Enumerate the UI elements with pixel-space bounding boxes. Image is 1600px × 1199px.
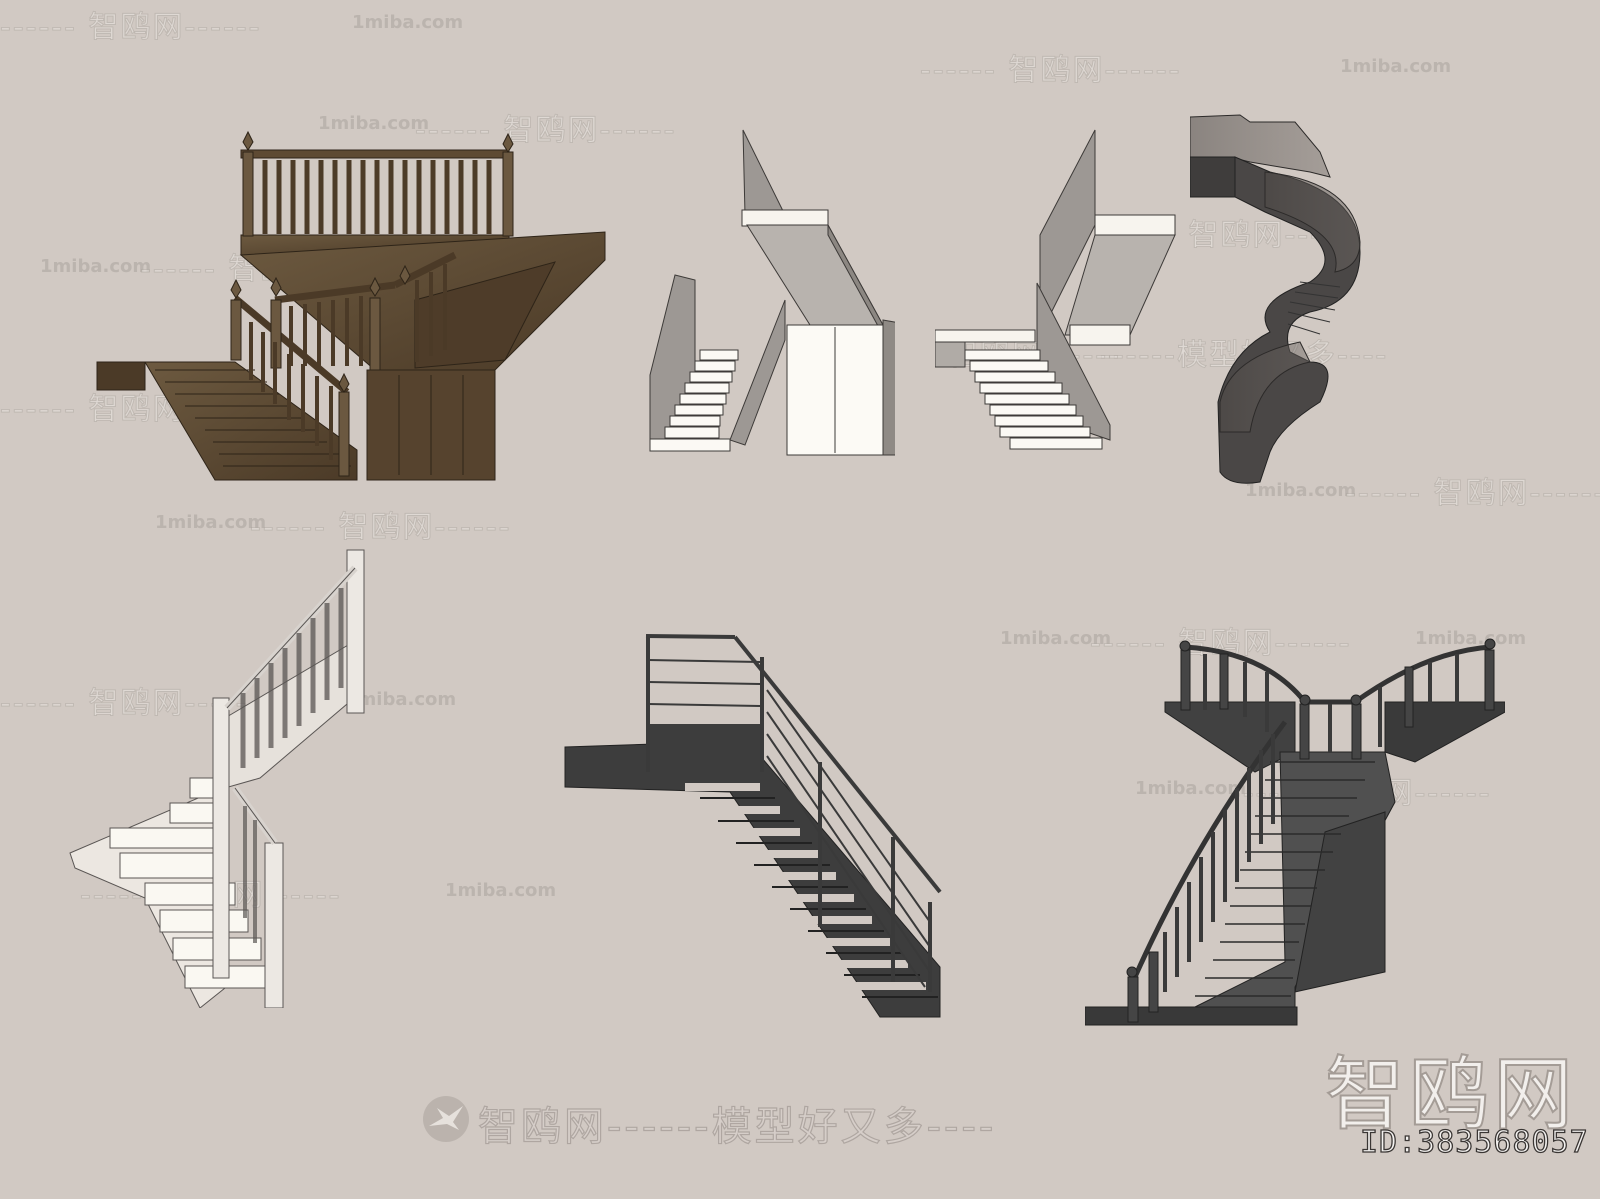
steel-open-riser-staircase-model: [564, 634, 942, 1018]
white-switchback-staircase-model: [649, 129, 895, 456]
white-l-shaped-staircase-model: [935, 129, 1176, 450]
brand-logo-text: 智鸥网: [1324, 1047, 1577, 1142]
slogan-text: 智鸥网------模型好又多----: [477, 1103, 997, 1150]
spiral-glass-staircase-model: [1190, 114, 1361, 484]
watermark-brand: ------ 智鸥网------: [0, 10, 262, 46]
watermark-site: 1miba.com: [155, 512, 267, 533]
watermark-site: 1miba.com: [1340, 56, 1452, 77]
watermark-site: 1miba.com: [352, 12, 464, 33]
watermark-brand: ------ 智鸥网------: [249, 510, 512, 546]
wooden-staircase-model: [96, 130, 606, 481]
seagull-icon: [423, 1096, 469, 1142]
white-winder-staircase-model: [69, 549, 365, 1008]
model-id-label: ID:383568057: [1359, 1124, 1589, 1160]
watermark-brand: ------ 智鸥网------: [919, 53, 1182, 89]
watermark-site: 1miba.com: [445, 880, 557, 901]
dark-grand-staircase-model: [1085, 638, 1505, 1026]
